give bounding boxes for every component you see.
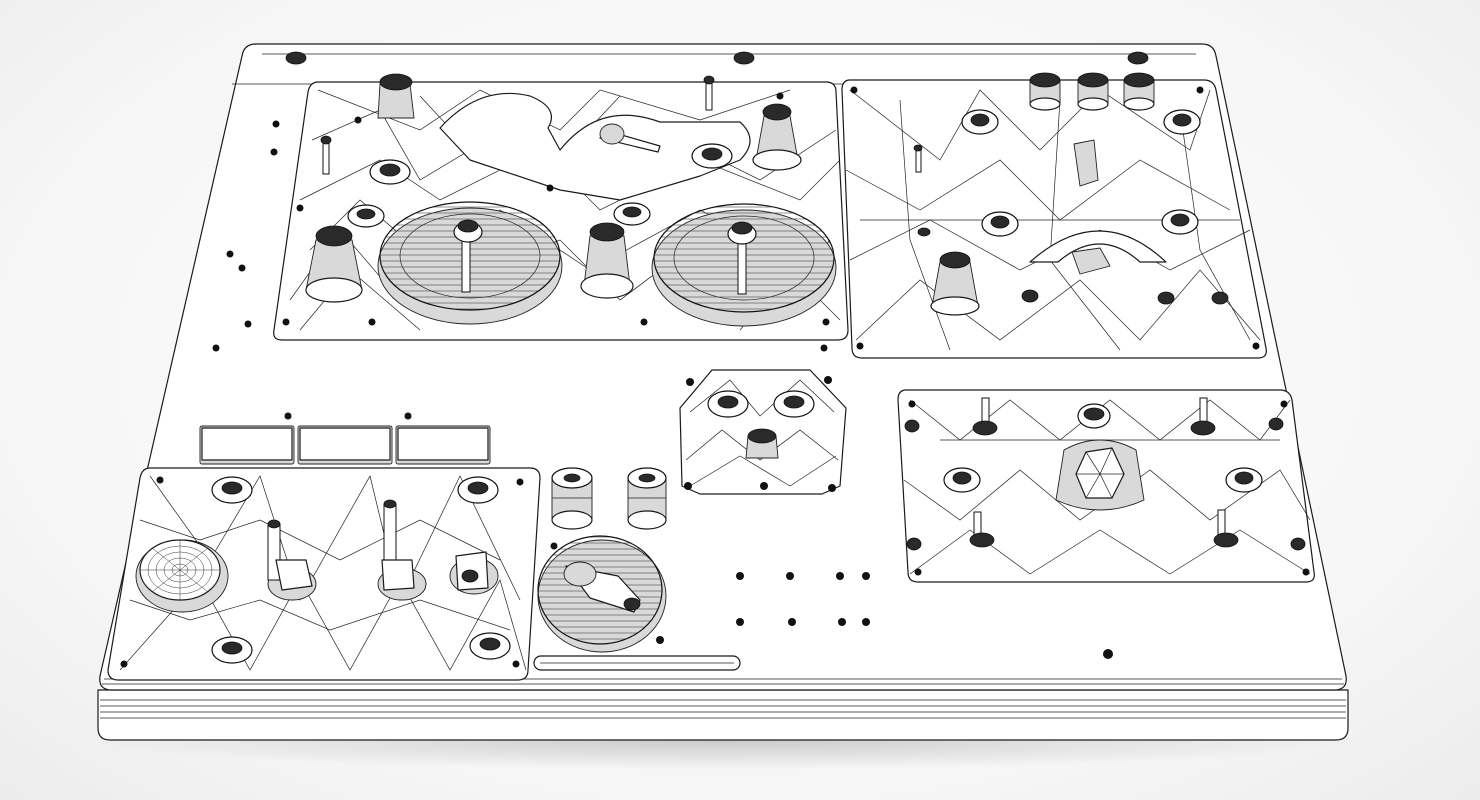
button-strip [199,412,491,465]
joystick-panel [897,389,1315,583]
fx-disc-knobs [961,109,1201,237]
fader-handles [267,499,499,601]
rotary-dial [537,535,667,653]
tape-deck-panel [273,73,849,341]
speaker-grille [135,539,229,613]
right-reel [651,203,837,327]
fx-top-knobs [1029,72,1155,111]
fader-disc-knobs [211,476,511,664]
tape-screws [282,92,830,326]
deck-holes [212,120,1113,659]
effects-panel [841,72,1267,359]
nameplate-slot [533,655,741,671]
center-octagon-panel [679,369,847,495]
fader-panel [107,467,541,681]
tape-cone-knobs [305,73,802,303]
twin-knobs [551,467,667,530]
tape-disc-knobs [347,143,733,228]
tape-toggles [320,75,715,175]
rim-screws [285,51,1149,65]
joystick-toggles [969,397,1239,548]
left-reel [377,201,563,325]
